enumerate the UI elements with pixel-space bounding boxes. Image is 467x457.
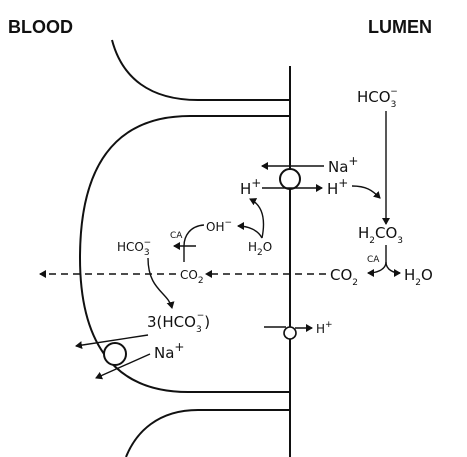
triple-bicarbonate-label: 3(HCO3−) [147,311,210,335]
lumen-proton-label: H+ [327,176,348,198]
cell-carbonic-anhydrase-label: CA [170,231,183,241]
cell-water-label: H2O [248,240,272,258]
na-bicarbonate-cotransporter-icon [103,342,127,366]
lumen-water-label: H2O [404,266,433,288]
carbonic-acid-label: H2CO3 [358,224,403,246]
proton-to-carbonic-acid-arrow [351,185,381,199]
bicarbonate-to-cotransporter-arrow [147,257,175,309]
lumen-carbonic-anhydrase-label: CA [367,255,380,265]
water-to-proton-arrow [249,198,265,239]
cell-bicarbonate-label: HCO3− [117,238,151,258]
blood-header: BLOOD [8,17,73,37]
pump-proton-label: H+ [316,320,333,336]
cell-proton-label: H+ [240,176,261,198]
upper-cell-boundary [111,39,290,101]
lumen-co2-label: CO2 [330,266,358,288]
lumen-sodium-label: Na+ [328,154,358,176]
hydroxide-combination-curve [183,224,205,247]
hydroxide-label: OH− [206,218,232,234]
water-to-hydroxide-arrow [237,222,263,239]
bicarbonate-efflux-arrow [75,334,149,350]
lumen-water-formation-arrow [385,261,401,277]
lumen-header: LUMEN [368,17,432,37]
na-h-exchanger-icon [279,168,301,190]
blood-sodium-label: Na+ [154,340,184,362]
cell-co2-label: CO2 [180,268,204,286]
proton-pump-icon [283,326,297,340]
lower-cell-boundary [125,409,290,457]
lumen-bicarbonate-label: HCO3− [357,87,398,110]
sodium-efflux-arrow [95,353,151,380]
cell-basolateral-membrane [78,115,290,393]
